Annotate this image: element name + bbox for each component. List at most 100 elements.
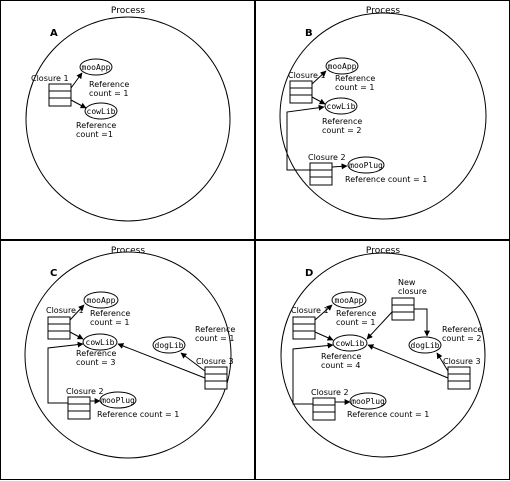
mooapp-ellipse: mooApp <box>331 291 367 309</box>
arrow-closure1-mooapp <box>311 70 327 85</box>
doglib-ellipse-label: dogLib <box>411 341 440 350</box>
cowlib-ellipse: cowLib <box>324 97 358 115</box>
mooplug-ellipse: mooPlug <box>99 391 137 409</box>
cowlib-refcount: count = 4 <box>321 361 360 370</box>
mooapp-ellipse-label: mooApp <box>328 62 357 71</box>
mooapp-ellipse-label: mooApp <box>82 63 111 72</box>
doglib-ellipse: dogLib <box>152 336 186 354</box>
process-label: Process <box>111 246 145 256</box>
cowlib-refcount: Reference <box>76 349 116 358</box>
arrow-closure1-cowlib <box>311 96 326 105</box>
doglib-ellipse-label: dogLib <box>155 341 184 350</box>
arrow-closure3-cowlib <box>367 344 449 379</box>
arrow-newclosure-cowlib <box>366 311 393 340</box>
cowlib-ellipse-label: cowLib <box>86 338 115 347</box>
mooapp-refcount: Reference <box>335 74 375 83</box>
cowlib-refcount: Reference <box>321 352 361 361</box>
process-label: Process <box>111 6 145 16</box>
cowlib-ellipse: cowLib <box>332 334 368 352</box>
arrow-closure1-mooapp <box>70 72 83 89</box>
panel-letter: D <box>305 268 313 279</box>
doglib-refcount: count = 1 <box>195 334 234 343</box>
mooplug-ellipse: mooPlug <box>347 156 385 174</box>
cowlib-refcount: count = 2 <box>322 126 361 135</box>
closure-2-box <box>309 162 333 186</box>
mooplug-ellipse-label: mooPlug <box>101 396 135 405</box>
mooplug-refcount: Reference count = 1 <box>97 410 179 419</box>
new-closure-label: closure <box>398 287 427 296</box>
closure-3-box <box>204 366 228 390</box>
closure-2-label: Closure 2 <box>308 153 346 162</box>
arrow-closure1-cowlib <box>314 331 334 341</box>
mooapp-refcount: count = 1 <box>335 83 374 92</box>
arrow-closure1-cowlib <box>69 331 84 340</box>
arrow-closure2-cowlib <box>286 104 325 171</box>
mooplug-refcount: Reference count = 1 <box>345 175 427 184</box>
mooapp-refcount: Reference <box>89 80 129 89</box>
cowlib-refcount: Reference <box>76 121 116 130</box>
arrow-closure2-cowlib <box>47 341 84 404</box>
panel-letter: B <box>305 28 313 39</box>
process-circle <box>280 252 486 458</box>
closure-1-label: Closure 1 <box>291 306 329 315</box>
closure-1-label: Closure 1 <box>288 71 326 80</box>
cowlib-ellipse-label: cowLib <box>336 339 365 348</box>
new-closure-box <box>391 297 415 321</box>
process-label: Process <box>366 6 400 16</box>
doglib-refcount: count = 2 <box>442 334 481 343</box>
cowlib-refcount: count =1 <box>76 130 113 139</box>
mooapp-refcount: count = 1 <box>89 89 128 98</box>
arrow-closure1-cowlib <box>70 99 87 109</box>
doglib-refcount: Reference <box>442 325 482 334</box>
mooplug-ellipse-label: mooPlug <box>351 397 385 406</box>
panel-letter: C <box>50 268 57 279</box>
cowlib-ellipse: cowLib <box>82 333 118 351</box>
arrow-closure2-mooplug <box>331 163 348 170</box>
closure-2-label: Closure 2 <box>311 388 349 397</box>
closure-1-box <box>289 80 313 104</box>
arrow-closure3-doglib <box>180 352 206 372</box>
closure-1-box <box>292 316 316 340</box>
doglib-refcount: Reference <box>195 325 235 334</box>
mooapp-refcount: Reference <box>90 309 130 318</box>
closure-1-box <box>48 83 72 107</box>
mooapp-ellipse: mooApp <box>83 291 119 309</box>
arrow-closure1-mooapp <box>69 304 85 321</box>
closure-3-label: Closure 3 <box>196 357 234 366</box>
mooapp-refcount: count = 1 <box>90 318 129 327</box>
mooplug-ellipse-label: mooPlug <box>349 161 383 170</box>
closure-2-box <box>67 396 91 420</box>
cowlib-ellipse-label: cowLib <box>87 107 116 116</box>
cowlib-ellipse: cowLib <box>84 102 118 120</box>
closure-3-label: Closure 3 <box>443 357 481 366</box>
process-circle <box>25 16 231 222</box>
process-circle <box>24 251 232 459</box>
cowlib-ellipse-label: cowLib <box>327 102 356 111</box>
arrow-closure3-doglib <box>436 352 449 372</box>
mooapp-refcount: count = 1 <box>336 318 375 327</box>
mooapp-ellipse-label: mooApp <box>335 296 364 305</box>
closure-2-label: Closure 2 <box>66 387 104 396</box>
arrow-closure2-cowlib <box>292 342 334 405</box>
arrow-newclosure-doglib <box>414 308 430 337</box>
closure-1-box <box>47 316 71 340</box>
process-circle <box>279 12 487 220</box>
closure-2-box <box>312 397 336 421</box>
panel-letter: A <box>50 28 58 39</box>
mooapp-ellipse: mooApp <box>79 58 113 76</box>
mooplug-refcount: Reference count = 1 <box>347 410 429 419</box>
doglib-ellipse: dogLib <box>408 336 442 354</box>
cowlib-refcount: count = 3 <box>76 358 115 367</box>
mooapp-refcount: Reference <box>336 309 376 318</box>
closure-1-label: Closure 1 <box>46 306 84 315</box>
mooapp-ellipse-label: mooApp <box>87 296 116 305</box>
mooapp-ellipse: mooApp <box>325 57 359 75</box>
arrow-closure3-cowlib <box>117 343 206 379</box>
new-closure-label: New <box>398 278 416 287</box>
closure-3-box <box>447 366 471 390</box>
arrow-closure1-mooapp <box>314 304 333 321</box>
